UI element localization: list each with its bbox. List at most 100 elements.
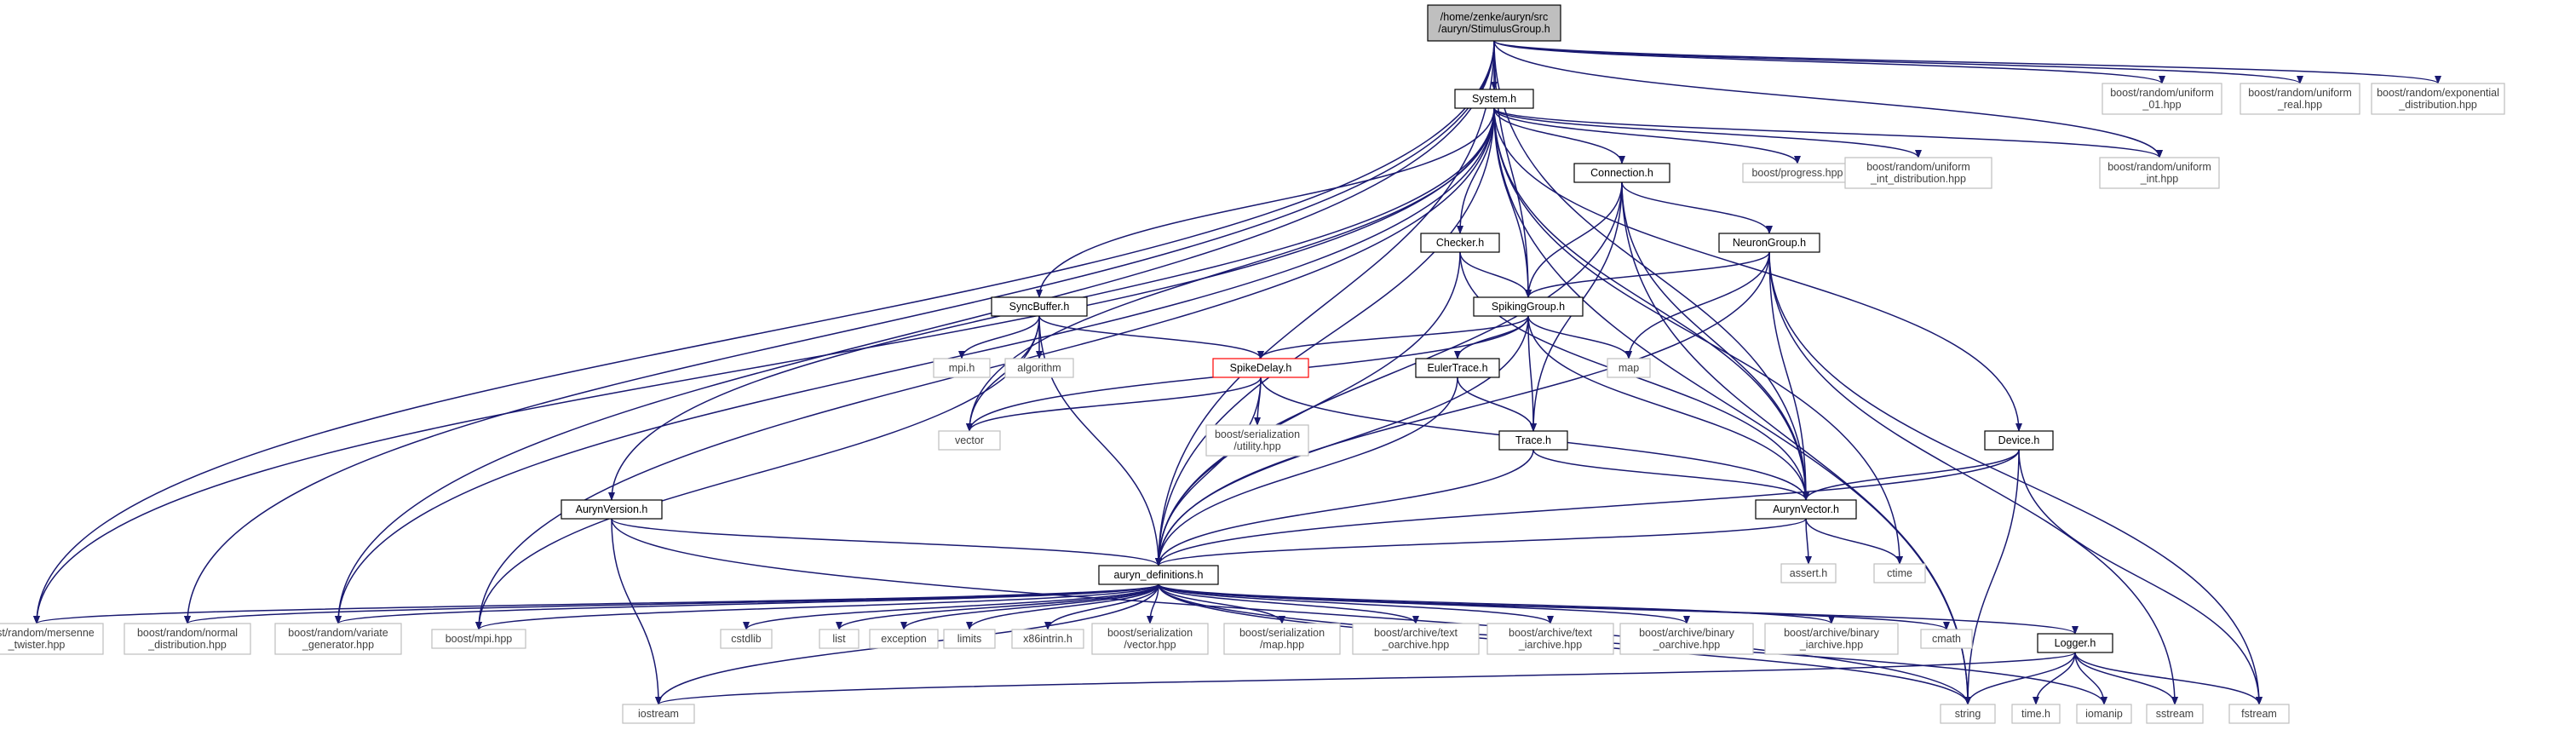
node-exponential-box [2371, 83, 2505, 115]
node-spikedelay[interactable]: SpikeDelay.h [1212, 358, 1309, 378]
node-ctime: ctime [1873, 563, 1926, 583]
node-trace-box [1498, 430, 1568, 451]
edge-spikinggroup-to-spikedelay [1257, 315, 1529, 359]
node-sstream-box [2146, 704, 2204, 724]
node-serialutility-box [1205, 424, 1309, 457]
node-fstream-label: fstream [2241, 708, 2277, 720]
node-eulertrace-label: EulerTrace.h [1427, 362, 1487, 374]
node-trace[interactable]: Trace.h [1498, 430, 1568, 451]
node-aurynversion[interactable]: AurynVersion.h [561, 499, 663, 520]
edge-spikedelay-to-definitions [1155, 376, 1262, 566]
edge-stimulusgroup-to-mersenne [33, 40, 1495, 624]
node-list-box [819, 629, 860, 649]
node-timeh-label: time.h [2021, 708, 2050, 720]
node-neurongroup[interactable]: NeuronGroup.h [1718, 233, 1820, 253]
node-variate-label: boost/random/variate [288, 627, 388, 639]
node-x86intrin: x86intrin.h [1011, 629, 1084, 649]
node-stimulusgroup-label: /auryn/StimulusGroup.h [1438, 23, 1550, 35]
node-aurynvector-box [1755, 499, 1857, 520]
node-textoarchive-label: _oarchive.hpp [1382, 639, 1450, 651]
node-checker[interactable]: Checker.h [1420, 233, 1500, 253]
node-serialvector-label: /vector.hpp [1124, 639, 1176, 651]
node-iostream: iostream [622, 704, 695, 724]
node-serialmap-label: boost/serialization [1239, 627, 1325, 639]
node-syncbuffer[interactable]: SyncBuffer.h [991, 296, 1088, 317]
node-sstream-label: sstream [2156, 708, 2194, 720]
node-aurynvector[interactable]: AurynVector.h [1755, 499, 1857, 520]
node-exponential: boost/random/exponential_distribution.hp… [2371, 83, 2505, 115]
edge-aurynvector-to-asserth [1804, 518, 1812, 565]
edge-system-to-ctime [1493, 107, 1903, 565]
node-definitions[interactable]: auryn_definitions.h [1098, 565, 1219, 585]
node-exponential-label: boost/random/exponential [2377, 87, 2499, 99]
node-connection[interactable]: Connection.h [1573, 163, 1670, 183]
node-map: map [1607, 358, 1651, 378]
edge-logger-to-timeh [2033, 652, 2076, 705]
node-uniformint-box [2099, 157, 2220, 189]
node-system-box [1454, 89, 1534, 109]
node-timeh: time.h [2011, 704, 2061, 724]
node-serialutility-label: boost/serialization [1215, 428, 1300, 440]
edge-trace-to-definitions [1155, 449, 1534, 566]
node-string-label: string [1955, 708, 1981, 720]
node-biniarchive: boost/archive/binary_iarchive.hpp [1764, 623, 1899, 655]
edge-aurynversion-to-string [611, 518, 1971, 705]
node-iomanip: iomanip [2076, 704, 2132, 724]
node-cmath-label: cmath [1932, 633, 1961, 645]
edge-definitions-to-limits [966, 583, 1159, 630]
node-device-label: Device.h [1998, 434, 2040, 446]
node-spikinggroup[interactable]: SpikingGroup.h [1473, 296, 1584, 317]
node-eulertrace[interactable]: EulerTrace.h [1415, 358, 1500, 378]
nodes-layer: /home/zenke/auryn/src/auryn/StimulusGrou… [0, 4, 2505, 724]
edge-spikinggroup-to-definitions [1155, 315, 1529, 566]
edge-definitions-to-serialmap [1158, 583, 1285, 624]
node-system[interactable]: System.h [1454, 89, 1534, 109]
node-checker-label: Checker.h [1436, 237, 1484, 249]
node-spikinggroup-box [1473, 296, 1584, 317]
node-connection-box [1573, 163, 1670, 183]
edge-definitions-to-x86intrin [1044, 583, 1159, 630]
node-exponential-label: _distribution.hpp [2398, 99, 2477, 111]
edge-neurongroup-to-map [1625, 251, 1770, 359]
node-x86intrin-label: x86intrin.h [1023, 633, 1072, 645]
node-uniform01-label: boost/random/uniform [2110, 87, 2214, 99]
node-string: string [1940, 704, 1996, 724]
edge-definitions-to-logger [1158, 583, 2079, 635]
node-mpihpp-label: boost/mpi.hpp [446, 633, 513, 645]
node-uniformintdist: boost/random/uniform_int_distribution.hp… [1844, 157, 1992, 189]
edge-stimulusgroup-to-exponential [1493, 40, 2441, 84]
node-mpihpp-box [431, 629, 526, 649]
edge-system-to-uniformint [1493, 107, 2163, 158]
edge-neurongroup-to-fstream [1768, 251, 2263, 705]
node-uniformint-label: _int.hpp [2140, 173, 2179, 185]
node-asserth: assert.h [1780, 563, 1837, 583]
node-stimulusgroup[interactable]: /home/zenke/auryn/src/auryn/StimulusGrou… [1427, 4, 1561, 42]
node-normal-box [124, 623, 251, 655]
node-spikinggroup-label: SpikingGroup.h [1492, 301, 1565, 313]
node-x86intrin-box [1011, 629, 1084, 649]
edge-neurongroup-to-aurynvector [1768, 251, 1809, 501]
node-logger[interactable]: Logger.h [2037, 633, 2113, 653]
node-uniformreal: boost/random/uniform_real.hpp [2240, 83, 2360, 115]
node-device[interactable]: Device.h [1984, 430, 2054, 451]
node-uniformintdist-box [1844, 157, 1992, 189]
edge-system-to-checker [1457, 107, 1495, 234]
node-limits-label: limits [957, 633, 981, 645]
edge-syncbuffer-to-definitions [1038, 315, 1162, 566]
node-asserth-box [1780, 563, 1837, 583]
node-mpih: mpi.h [933, 358, 991, 378]
edge-logger-to-string [1964, 652, 2076, 705]
node-trace-label: Trace.h [1515, 434, 1551, 446]
edge-checker-to-definitions [1155, 251, 1461, 566]
node-textiarchive-label: _iarchive.hpp [1518, 639, 1582, 651]
node-mpihpp: boost/mpi.hpp [431, 629, 526, 649]
node-uniformreal-label: boost/random/uniform [2248, 87, 2352, 99]
edge-stimulusgroup-to-variate [335, 40, 1495, 624]
node-system-label: System.h [1472, 93, 1516, 105]
edge-definitions-to-biniarchive [1158, 583, 1835, 624]
node-normal: boost/random/normal_distribution.hpp [124, 623, 251, 655]
edge-spikinggroup-to-aurynvector [1527, 315, 1809, 501]
edge-logger-to-sstream [2074, 652, 2178, 705]
node-uniformreal-box [2240, 83, 2360, 115]
